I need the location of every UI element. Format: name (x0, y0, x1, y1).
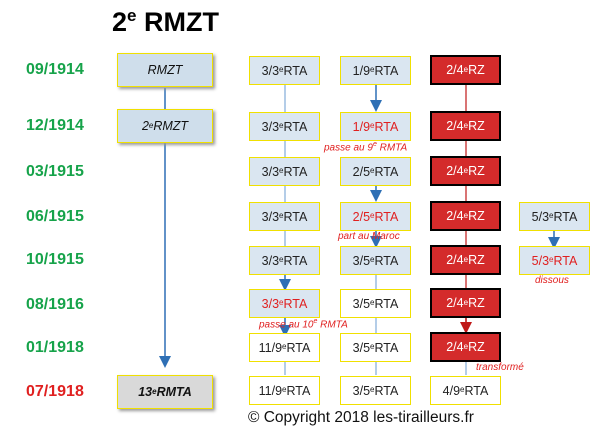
unit-box-rmzt: RMZT (117, 53, 213, 87)
note-passe-au-10e: passe au 10e RMTA (259, 318, 348, 331)
date-label: 10/1915 (26, 251, 84, 268)
date-label: 12/1914 (26, 117, 84, 134)
date-label: 07/1918 (26, 383, 84, 400)
chart-title: 2e RMZT (112, 6, 219, 37)
date-label: 01/1918 (26, 339, 84, 356)
note-dissous: dissous (535, 275, 569, 286)
copyright-text: © Copyright 2018 les-tirailleurs.fr (248, 409, 474, 426)
date-label: 09/1914 (26, 61, 84, 78)
date-label: 06/1915 (26, 208, 84, 225)
note-part-au-maroc: part au Maroc (338, 231, 400, 242)
note-transforme: transformé (476, 362, 524, 373)
note-passe-au-9e: passe au 9e RMTA (324, 141, 408, 154)
date-label: 03/1915 (26, 163, 84, 180)
date-label: 08/1916 (26, 296, 84, 313)
